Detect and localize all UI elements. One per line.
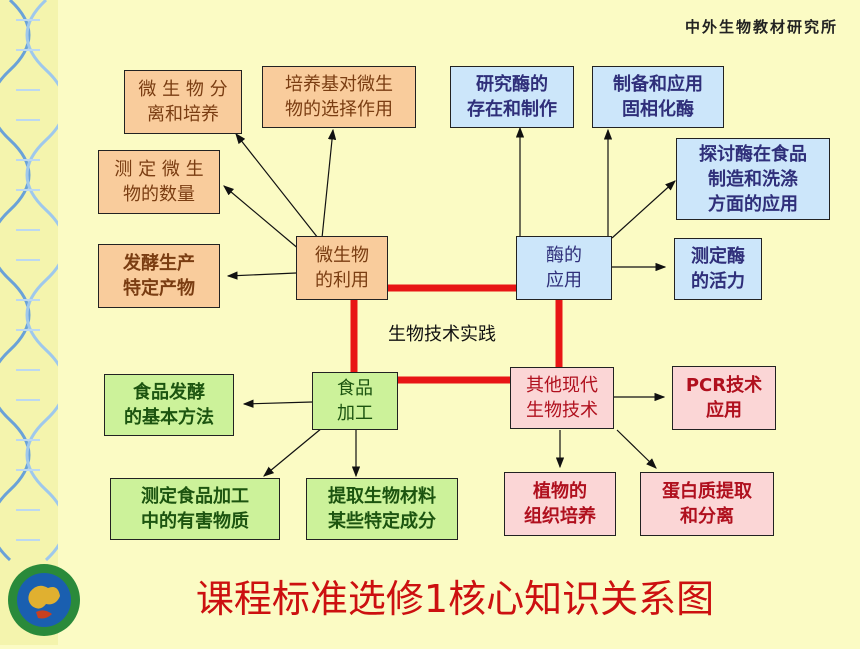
hub-other-biotech: 其他现代 生物技术 xyxy=(510,367,614,429)
leaf-medium-selection: 培养基对微生 物的选择作用 xyxy=(262,66,416,128)
leaf-harmful-substances: 测定食品加工 中的有害物质 xyxy=(110,478,280,540)
leaf-extract-components: 提取生物材料 某些特定成分 xyxy=(306,478,458,540)
leaf-microbe-count: 测 定 微 生 物的数量 xyxy=(98,150,220,214)
core-rectangle xyxy=(350,284,563,384)
diagram-title: 课程标准选修1核心知识关系图 xyxy=(195,577,715,621)
arrow-to-enzyme-food-washing xyxy=(611,180,676,239)
leaf-tissue-culture: 植物的 组织培养 xyxy=(504,472,616,536)
arrow-to-fermentation-product xyxy=(226,271,297,280)
leaf-pcr-application: PCR技术 应用 xyxy=(672,366,776,430)
leaf-protein-extraction: 蛋白质提取 和分离 xyxy=(640,472,774,536)
hub-microbe-use: 微生物 的利用 xyxy=(296,236,388,300)
globe-seal-logo xyxy=(6,562,82,638)
hub-food-processing: 食品 加工 xyxy=(312,372,398,430)
dna-helix-decoration xyxy=(0,0,67,645)
arrow-to-microbe-separation xyxy=(235,133,319,239)
leaf-food-fermentation: 食品发酵 的基本方法 xyxy=(104,374,234,436)
arrow-to-protein-extraction xyxy=(616,429,657,469)
arrow-to-food-fermentation xyxy=(242,399,313,408)
hub-enzyme-application: 酶的 应用 xyxy=(516,236,612,300)
leaf-enzyme-study: 研究酶的 存在和制作 xyxy=(450,66,574,128)
arrow-to-microbe-count xyxy=(223,185,301,251)
leaf-enzyme-food-washing: 探讨酶在食品 制造和洗涤 方面的应用 xyxy=(676,138,830,220)
leaf-enzyme-activity: 测定酶 的活力 xyxy=(674,238,762,300)
leaf-fermentation-product: 发酵生产 特定产物 xyxy=(98,244,220,308)
arrow-to-harmful-substances xyxy=(263,427,323,477)
leaf-immobilized-enzyme: 制备和应用 固相化酶 xyxy=(592,66,724,128)
organization-name: 中外生物教材研究所 xyxy=(684,18,838,36)
leaf-microbe-separation: 微 生 物 分 离和培养 xyxy=(124,70,242,134)
arrow-to-medium-selection xyxy=(321,128,337,239)
center-label: 生物技术实践 xyxy=(388,324,496,345)
